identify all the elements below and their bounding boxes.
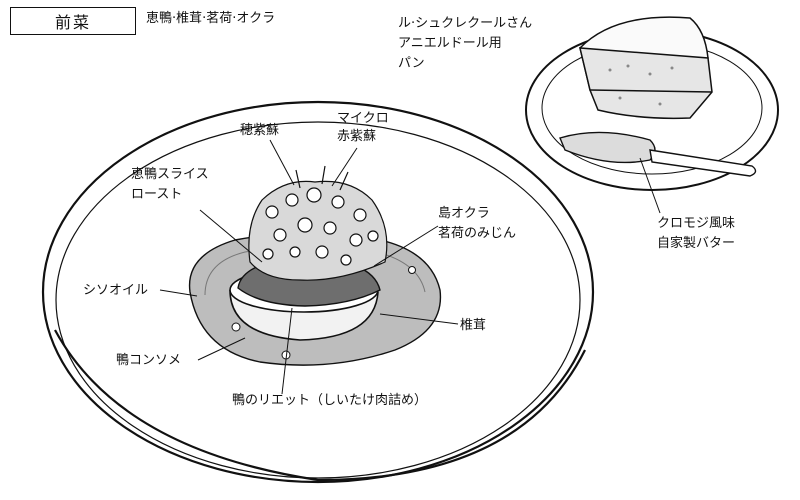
label-megumi-duck: 恵鴨スライス ロースト bbox=[131, 167, 209, 202]
label-okra-myoga: 島オクラ 茗荷のみじん bbox=[438, 206, 517, 241]
course-title-box: 前菜 bbox=[10, 7, 136, 35]
label-rillettes: 鴨のリエット（しいたけ肉詰め） bbox=[232, 393, 428, 408]
label-shiitake: 椎茸 bbox=[460, 318, 487, 333]
butter-and-knife bbox=[559, 131, 757, 177]
label-micro-akajiso: マイクロ 赤紫蘇 bbox=[337, 111, 389, 144]
butter-label: クロモジ風味 自家製バター bbox=[657, 216, 736, 251]
course-subtitle: 恵鴨·椎茸·茗荷·オクラ bbox=[146, 11, 276, 26]
herb-mound bbox=[248, 165, 388, 281]
bread-label: ル·シュクレクールさん アニエルドール用 パン bbox=[398, 16, 533, 71]
label-shiso-oil: シソオイル bbox=[83, 283, 149, 298]
label-consomme: 鴨コンソメ bbox=[116, 353, 182, 368]
bread bbox=[579, 16, 713, 120]
course-title: 前菜 bbox=[54, 13, 91, 32]
label-hojiso: 穂紫蘇 bbox=[240, 123, 280, 138]
leader-lines bbox=[159, 139, 661, 395]
